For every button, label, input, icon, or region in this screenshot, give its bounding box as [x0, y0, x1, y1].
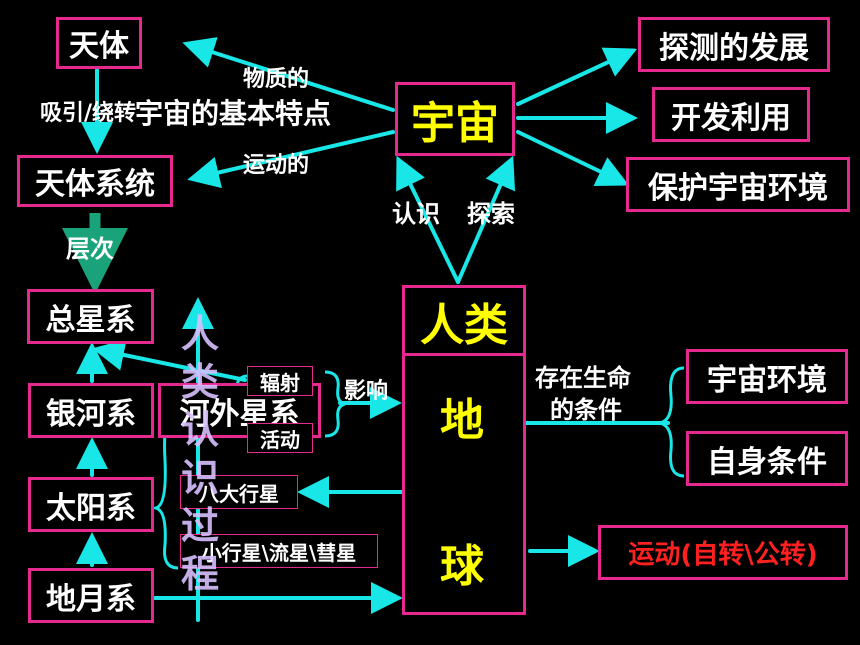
arrow-yuzhou-to-tance — [516, 47, 638, 106]
label-cunzai-1: 存在生命 — [535, 364, 631, 392]
brace-fushe-huodong — [324, 370, 346, 438]
label-xiyin: 吸引/绕转 — [40, 101, 137, 126]
node-xiaoxingxing: 小行星\流星\彗星 — [180, 534, 378, 568]
brace-conditions — [659, 366, 685, 478]
label-jiben: 宇宙的基本特点 — [135, 97, 332, 130]
label-wuzhi: 物质的 — [243, 67, 310, 92]
arrow-hewai-to-zong — [92, 339, 247, 382]
arrow-yuzhou-to-tianti — [182, 37, 395, 112]
node-yinhe-xi: 银河系 — [28, 383, 154, 438]
label-vertical-process: 人类认识过程 — [180, 312, 219, 596]
node-kaifa: 开发利用 — [652, 87, 810, 142]
node-baohu: 保护宇宙环境 — [626, 157, 850, 212]
arrow-yuzhou-to-tiantixitong — [187, 130, 395, 189]
node-zishen: 自身条件 — [686, 431, 848, 486]
node-yuzhou: 宇宙 — [395, 82, 515, 156]
node-diyue-xi: 地月系 — [28, 568, 154, 623]
node-zong-xingxi: 总星系 — [27, 289, 154, 344]
arrow-yuzhou-to-baohu — [516, 130, 630, 187]
label-yingxiang: 影响 — [344, 379, 389, 404]
label-cunzai-2: 的条件 — [550, 396, 622, 424]
earth-char-di: 地 — [440, 395, 484, 446]
node-earth — [402, 353, 526, 615]
label-tansuo: 探索 — [467, 200, 515, 228]
node-yuzhou-huanjing: 宇宙环境 — [686, 349, 848, 404]
node-taiyang-xi: 太阳系 — [28, 477, 154, 532]
arrow-renlei-to-yuzhou-right — [456, 155, 516, 284]
arrow-renlei-to-yuzhou-left — [396, 155, 460, 284]
label-renshi: 认识 — [392, 200, 440, 228]
node-tance: 探测的发展 — [638, 17, 830, 72]
node-yundong: 运动(自转\公转) — [598, 525, 848, 580]
earth-char-qiu: 球 — [440, 541, 484, 592]
node-daxingxing: 八大行星 — [180, 475, 298, 509]
node-renlei: 人类 — [402, 285, 526, 356]
node-tianti: 天体 — [56, 17, 142, 69]
node-huodong: 活动 — [247, 423, 313, 453]
label-yundong-de: 运动的 — [243, 153, 310, 178]
node-tianti-xitong: 天体系统 — [17, 155, 173, 207]
label-cengci: 层次 — [66, 235, 114, 263]
node-fushe: 辐射 — [247, 366, 313, 396]
